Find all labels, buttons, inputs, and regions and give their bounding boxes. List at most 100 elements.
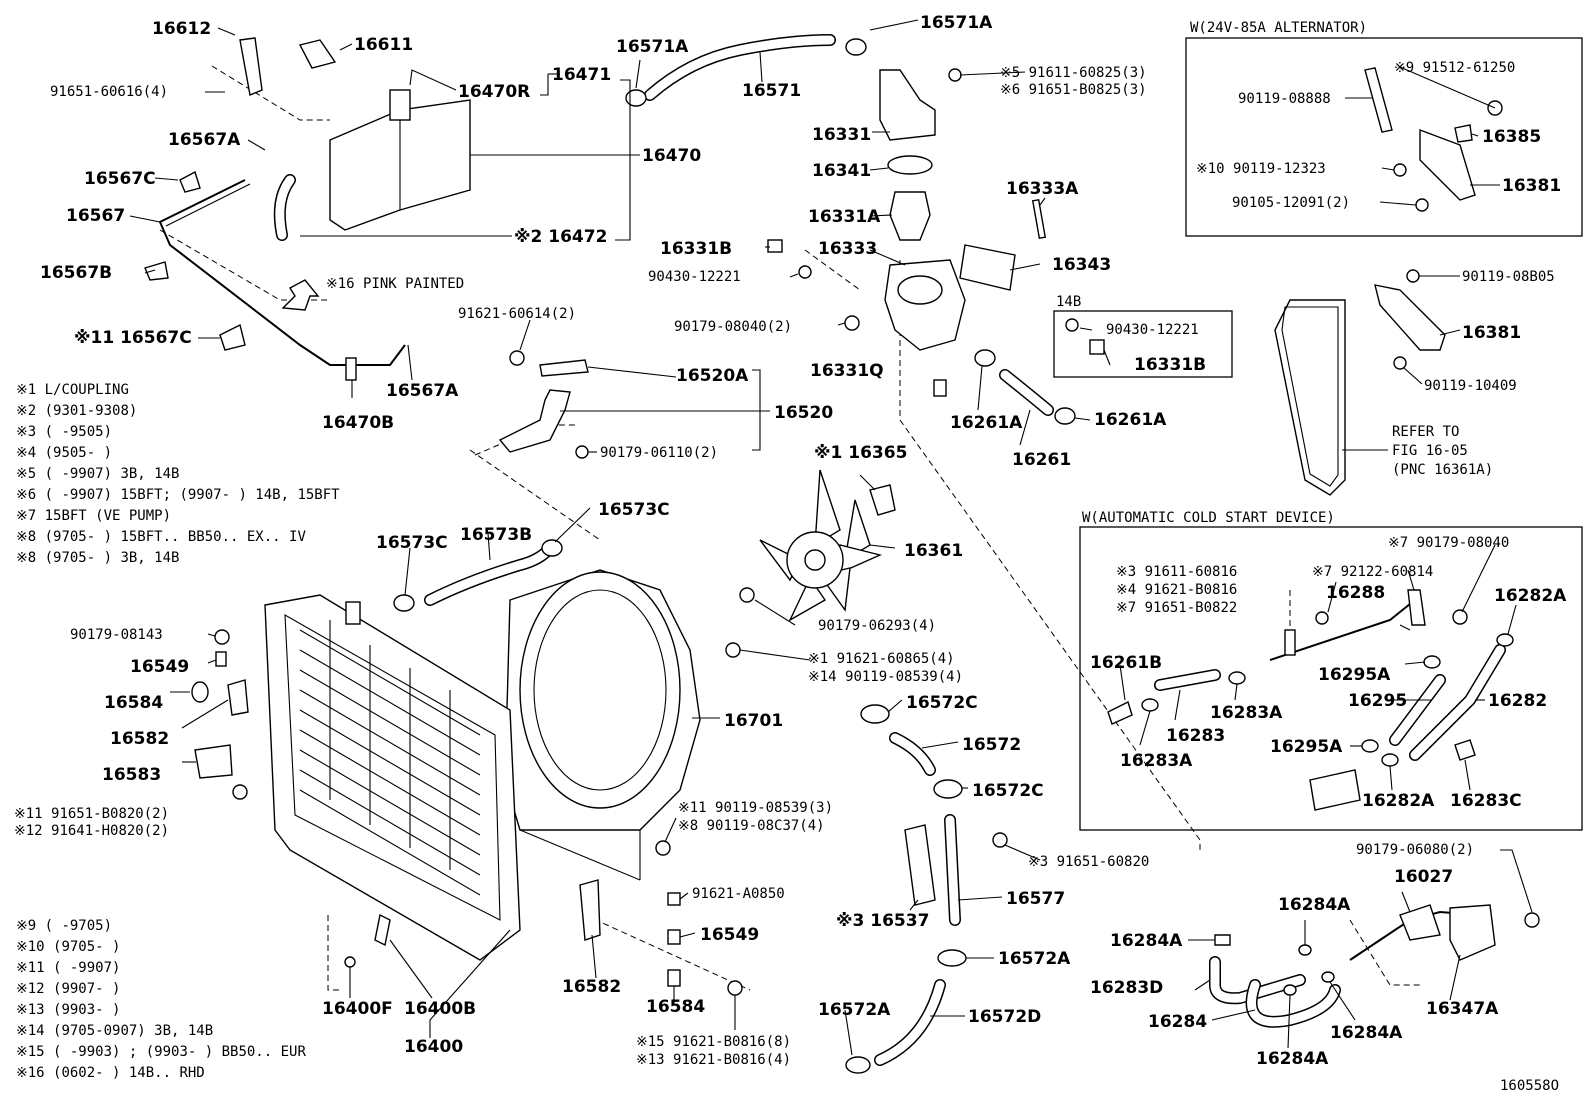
label-16583: 16583: [102, 765, 161, 785]
nut-16385: [1454, 124, 1473, 143]
label-16381-2: 16381: [1462, 323, 1521, 343]
bolt-90119-08B05: [1406, 269, 1420, 283]
hose-16572D: [874, 979, 946, 1066]
label-14b-16331B: 16331B: [1134, 355, 1206, 375]
box-14b-title: 14B: [1056, 294, 1081, 310]
note-line: ※14 (9705-0907) 3B, 14B: [16, 1023, 213, 1039]
label-14b-90430: 90430-12221: [1106, 322, 1199, 338]
valve-16261B: [1107, 701, 1133, 725]
clamp-16571A: [625, 89, 647, 107]
label-16612: 16612: [152, 19, 211, 39]
label-91621-60865: ※1 91621-60865(4): [808, 651, 955, 667]
label-16520: 16520: [774, 403, 833, 423]
bolt-91621-A0850: [667, 892, 681, 906]
clamp-16572C: [860, 704, 890, 724]
gasket-16520A: [539, 359, 589, 377]
part-16611: [298, 39, 337, 69]
flange-16027: [1399, 904, 1441, 941]
bracket-16583: [194, 744, 233, 779]
bolt-16549: [215, 651, 227, 667]
note-line: ※4 (9505- ): [16, 445, 112, 461]
clamp-16261A: [974, 349, 996, 367]
label-91621-60614: 91621-60614(2): [458, 306, 576, 322]
note-line: ※15 ( -9903) ; (9903- ) BB50.. EUR: [16, 1044, 306, 1060]
cushion-16584: [191, 681, 209, 703]
guide-line: [327, 915, 340, 991]
label-16611: 16611: [354, 35, 413, 55]
note-line: ※2 (9301-9308): [16, 403, 137, 419]
label-cs-91651-B0822: ※7 91651-B0822: [1116, 600, 1237, 616]
clamp-16284A-4: [1321, 971, 1335, 983]
coldstart-box-title: W(AUTOMATIC COLD START DEVICE): [1082, 510, 1335, 526]
note-line: ※8 (9705- ) 3B, 14B: [16, 550, 179, 566]
label-90179-06080: 90179-06080(2): [1356, 842, 1474, 858]
nut-90179-06110: [575, 445, 589, 459]
label-cs-91621-B0816: ※4 91621-B0816: [1116, 582, 1237, 598]
note-line: ※9 ( -9705): [16, 918, 112, 934]
label-16027: 16027: [1394, 867, 1453, 887]
bolt-90179-08040-2: [1452, 609, 1468, 625]
gasket-16341: [887, 155, 933, 175]
bolt-90119-10409: [1393, 356, 1407, 370]
label-16347A: 16347A: [1426, 999, 1499, 1019]
label-16331: 16331: [812, 125, 871, 145]
label-91651-60820: ※3 91651-60820: [1028, 854, 1149, 870]
label-16537: ※3 16537: [836, 911, 929, 931]
label-16284A-2: 16284A: [1110, 931, 1183, 951]
label-alt-90105: 90105-12091(2): [1232, 195, 1350, 211]
label-16577: 16577: [1006, 889, 1065, 909]
pipe-92122: [1407, 589, 1426, 626]
label-pink-painted: ※16 PINK PAINTED: [326, 276, 464, 292]
label-16284A: 16284A: [1278, 895, 1351, 915]
label-refer-1: REFER TO: [1392, 424, 1459, 440]
label-cs-91611-60816: ※3 91611-60816: [1116, 564, 1237, 580]
label-16284: 16284: [1148, 1012, 1207, 1032]
clamp-16573C-2: [541, 539, 563, 557]
label-91651-60616: 91651-60616(4): [50, 84, 168, 100]
label-16361: 16361: [904, 541, 963, 561]
note-line: ※8 (9705- ) 15BFT.. BB50.. EX.. IV: [16, 529, 306, 545]
shroud-ring: [519, 571, 681, 809]
label-16472: ※2 16472: [514, 227, 607, 247]
label-16470: 16470: [642, 146, 701, 166]
washer-90430: [798, 265, 812, 279]
label-cs-16282: 16282: [1488, 691, 1547, 711]
thermostat-16331A: [889, 191, 931, 241]
label-16567A: 16567A: [168, 130, 241, 150]
fan-16361: [759, 469, 883, 622]
label-cs-16288: 16288: [1326, 583, 1385, 603]
label-16573C-2: 16573C: [598, 500, 670, 520]
guide-line: [584, 914, 751, 991]
label-16572A: 16572A: [998, 949, 1071, 969]
clip-16567C-2: [219, 323, 246, 351]
label-16571: 16571: [742, 81, 801, 101]
gasket-16347A: [1449, 904, 1496, 961]
bracket-16288: [1284, 629, 1296, 656]
pipe-16520: [498, 389, 571, 453]
label-cs-16283A: 16283A: [1210, 703, 1283, 723]
clamp-16282A-2: [1381, 753, 1399, 767]
label-16549-2: 16549: [700, 925, 759, 945]
guide-line: [804, 249, 861, 291]
plug-16331Q: [933, 379, 947, 397]
label-16284A-4: 16284A: [1330, 1023, 1403, 1043]
housing-16333: [884, 259, 966, 351]
radiator-16400: [264, 594, 521, 961]
note-line: ※5 ( -9907) 3B, 14B: [16, 466, 179, 482]
bolt-91651-60820: [992, 832, 1008, 848]
bolt-90105: [1415, 198, 1429, 212]
label-16365: ※1 16365: [814, 443, 907, 463]
alternator-box-title: W(24V-85A ALTERNATOR): [1190, 20, 1367, 36]
label-16520A: 16520A: [676, 366, 749, 386]
bolt-91621-60614: [509, 350, 525, 366]
label-16571A: 16571A: [616, 37, 689, 57]
clamp-16284A-3: [1283, 984, 1297, 996]
label-16400F: 16400F: [322, 999, 393, 1019]
bolt-91621-B0816: [727, 980, 743, 996]
bracket-16381-2: [1374, 284, 1446, 351]
clamp-16283A-2: [1141, 698, 1159, 712]
bracket-16582-2: [579, 879, 601, 941]
housing-port: [897, 275, 943, 305]
label-16261: 16261: [1012, 450, 1071, 470]
clamp-16573C: [393, 594, 415, 612]
